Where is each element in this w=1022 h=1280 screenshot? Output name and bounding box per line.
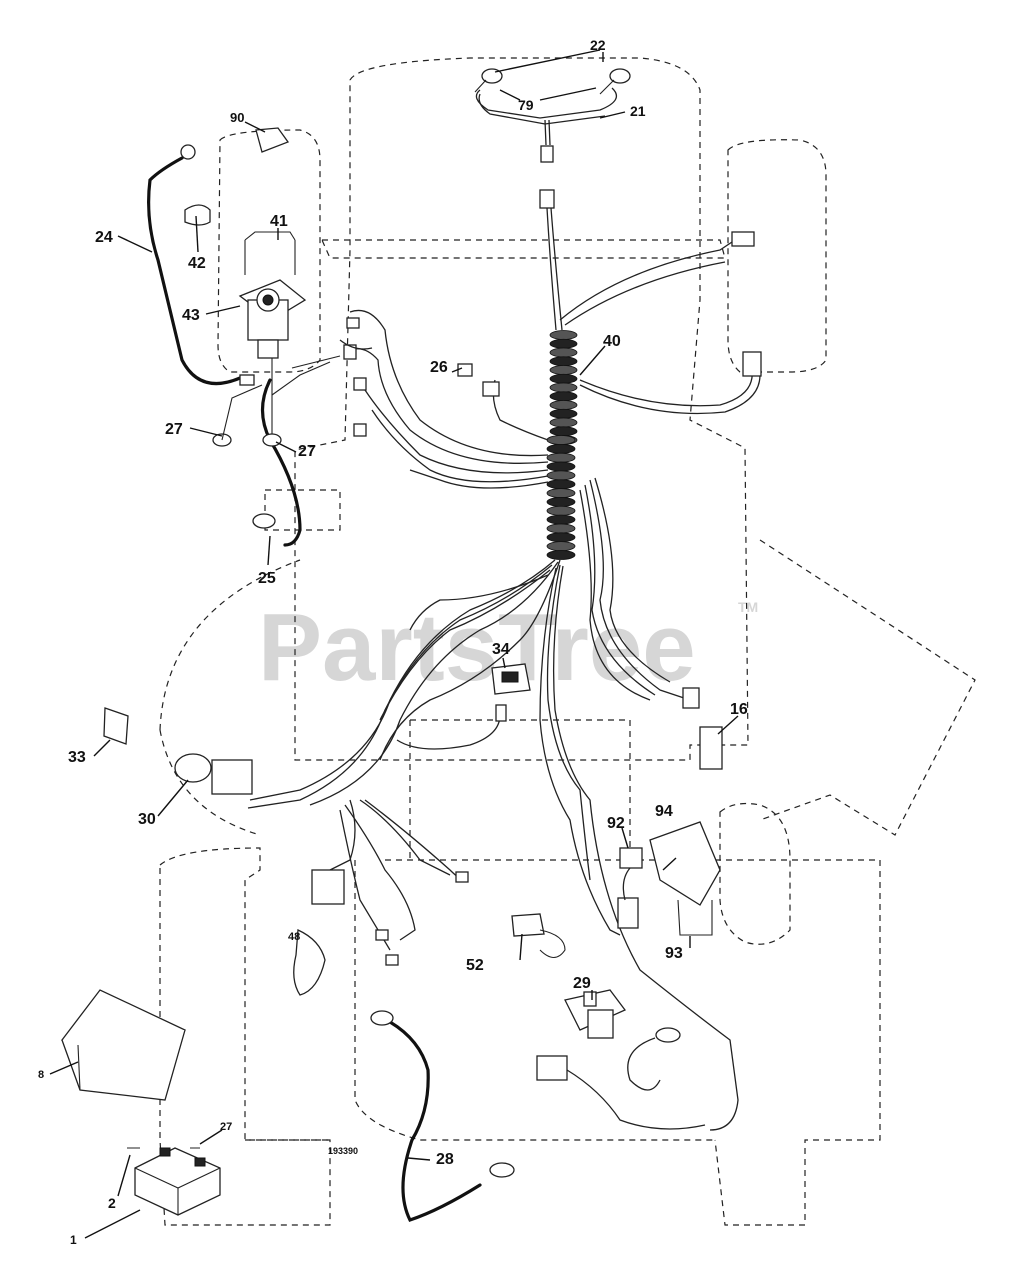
callout-94: 94 [655, 803, 673, 820]
harness-branches [247, 309, 739, 1131]
watermark-trademark: TM [738, 599, 758, 615]
watermark-text: PartsTree [258, 594, 696, 701]
callout-41: 41 [270, 213, 288, 230]
callout-48: 48 [288, 931, 300, 943]
leader-lines [49, 49, 739, 1239]
callout-42: 42 [188, 255, 206, 272]
callout-22: 22 [590, 37, 606, 53]
callout-21: 21 [630, 103, 646, 119]
callout-79: 79 [518, 97, 534, 113]
callout-92: 92 [607, 815, 625, 832]
callout-34: 34 [492, 641, 510, 658]
callout-93: 93 [665, 945, 683, 962]
callout-labels: 22 79 21 90 41 24 42 43 40 26 27 27 25 3… [38, 37, 748, 1247]
callout-27-upper-left: 27 [165, 421, 183, 438]
drawing-number: 193390 [328, 1146, 358, 1156]
battery-cables [147, 144, 515, 1222]
battery-and-box [60, 989, 221, 1216]
callout-29: 29 [573, 975, 591, 992]
callout-28: 28 [436, 1151, 454, 1168]
callout-52: 52 [466, 957, 484, 974]
callout-8: 8 [38, 1069, 44, 1081]
callout-30: 30 [138, 811, 156, 828]
components [103, 663, 723, 1130]
callout-2: 2 [108, 1195, 116, 1211]
callout-90: 90 [230, 110, 244, 125]
callout-27-upper-right: 27 [298, 443, 316, 460]
callout-43: 43 [182, 307, 200, 324]
wire-loom [546, 330, 578, 560]
callout-24: 24 [95, 229, 113, 246]
callout-33: 33 [68, 749, 86, 766]
callout-27-battery: 27 [220, 1121, 232, 1133]
headlight-assembly [474, 68, 631, 209]
callout-26: 26 [430, 359, 448, 376]
callout-40: 40 [603, 333, 621, 350]
callout-1: 1 [70, 1233, 77, 1247]
callout-16: 16 [730, 701, 748, 718]
callout-25: 25 [258, 570, 276, 587]
main-harness [546, 207, 762, 415]
watermark: PartsTree TM [258, 594, 758, 701]
